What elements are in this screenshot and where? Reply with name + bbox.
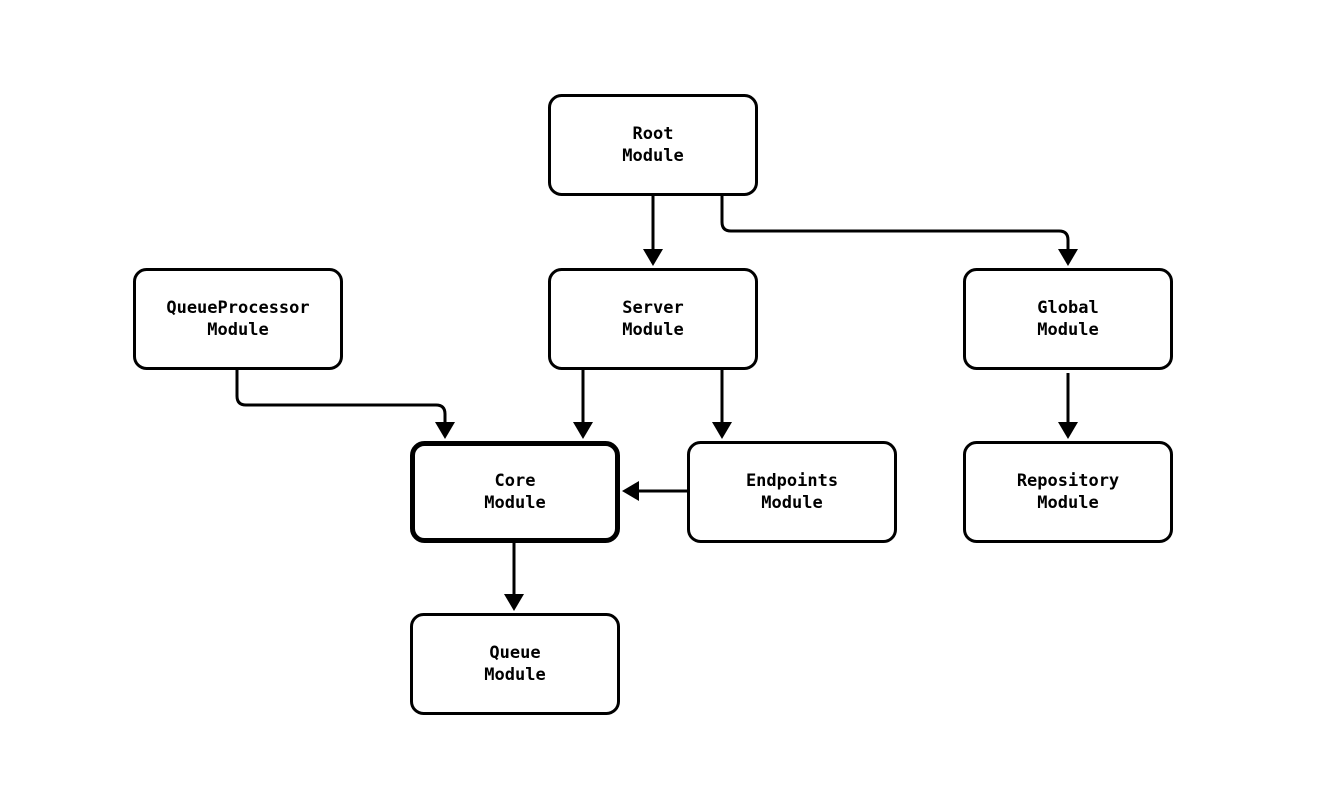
edge-queueprocessor-to-core bbox=[235, 370, 455, 439]
node-label-line2: Module bbox=[622, 146, 683, 166]
node-label-line2: Module bbox=[484, 665, 545, 685]
node-label-line1: Root bbox=[633, 124, 674, 144]
edge-endpoints-to-core bbox=[622, 481, 687, 501]
arrow-head bbox=[622, 481, 639, 501]
edge-root-to-server bbox=[643, 196, 663, 266]
node-label-line1: Core bbox=[495, 471, 536, 491]
node-box[interactable] bbox=[133, 268, 343, 370]
node-label-line1: Server bbox=[622, 298, 683, 318]
node-label-line1: Repository bbox=[1017, 471, 1119, 491]
edge-line bbox=[235, 370, 447, 428]
arrow-head bbox=[573, 422, 593, 439]
node-label-line2: Module bbox=[622, 320, 683, 340]
node-label-line2: Module bbox=[207, 320, 268, 340]
node-label-line2: Module bbox=[1037, 493, 1098, 513]
node-box[interactable] bbox=[963, 441, 1173, 543]
edge-line bbox=[720, 196, 1070, 255]
arrow-head bbox=[1058, 422, 1078, 439]
edge-server-to-core bbox=[573, 370, 593, 439]
arrow-head bbox=[435, 422, 455, 439]
node-label-line1: Queue bbox=[489, 643, 540, 663]
node-box[interactable] bbox=[548, 268, 758, 370]
node-box[interactable] bbox=[548, 94, 758, 196]
arrow-head bbox=[1058, 249, 1078, 266]
node-box[interactable] bbox=[410, 441, 620, 543]
edge-server-to-endpoints bbox=[712, 370, 732, 439]
node-label-line2: Module bbox=[1037, 320, 1098, 340]
arrow-head bbox=[643, 249, 663, 266]
node-label-line1: QueueProcessor bbox=[166, 298, 309, 318]
node-label-line1: Endpoints bbox=[746, 471, 838, 491]
node-box[interactable] bbox=[687, 441, 897, 543]
edge-core-to-queue bbox=[504, 543, 524, 611]
arrow-head bbox=[504, 594, 524, 611]
arrow-head bbox=[712, 422, 732, 439]
node-label-line2: Module bbox=[761, 493, 822, 513]
edges-layer bbox=[235, 196, 1078, 611]
edge-global-to-repository bbox=[1058, 373, 1078, 439]
node-label-line2: Module bbox=[484, 493, 545, 513]
node-label-line1: Global bbox=[1037, 298, 1098, 318]
edge-root-to-global bbox=[720, 196, 1078, 266]
node-box[interactable] bbox=[410, 613, 620, 715]
node-box[interactable] bbox=[963, 268, 1173, 370]
nodes-layer: RootModuleQueueProcessorModuleServerModu… bbox=[133, 94, 1173, 715]
